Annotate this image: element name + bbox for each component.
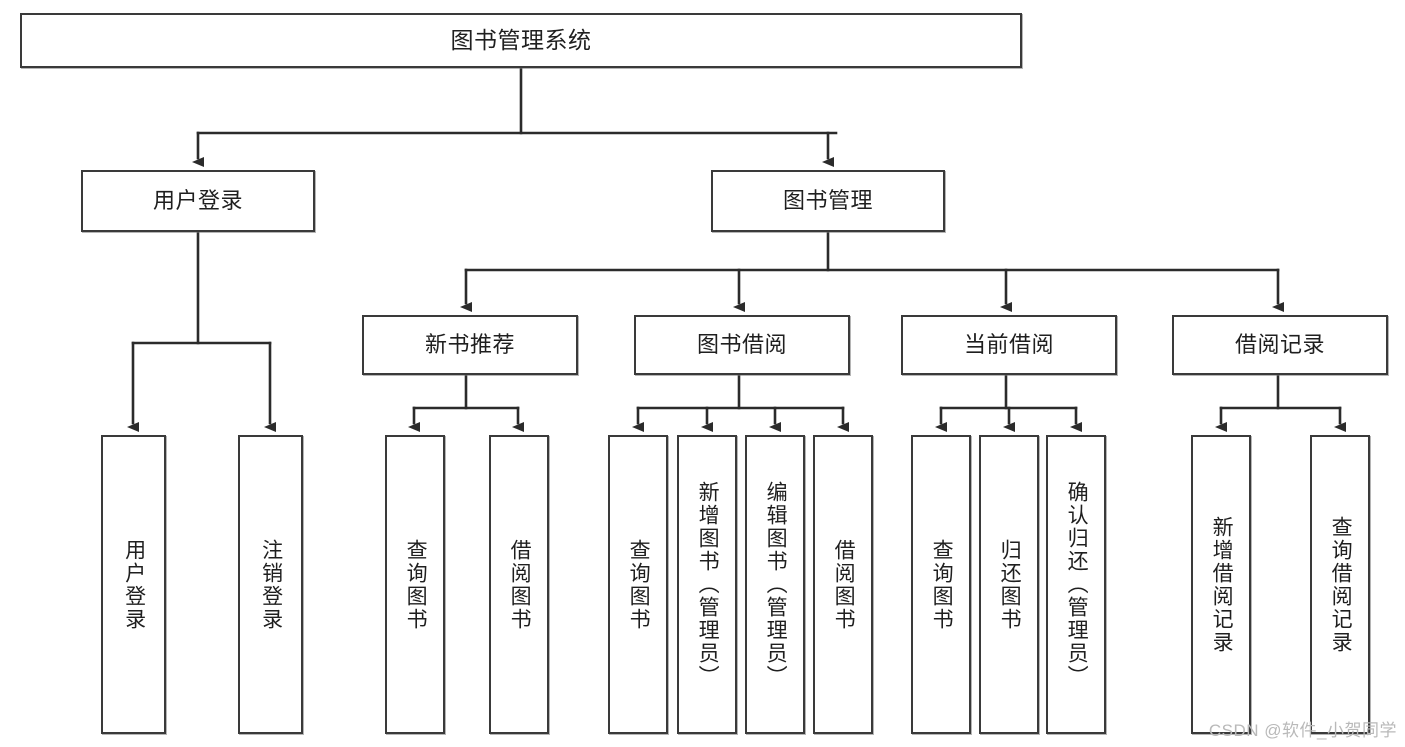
node-label: 图书管理 [782, 187, 873, 213]
leaf-current-confirm-return-admin[interactable]: 确认归还（管理员） [1046, 435, 1106, 734]
node-label: 用户登录 [122, 538, 146, 631]
node-label: 用户登录 [152, 187, 243, 213]
leaf-recommend-borrow-book[interactable]: 借阅图书 [489, 435, 549, 734]
node-label: 新增借阅记录 [1210, 515, 1234, 654]
watermark: CSDN @软件_小贺同学 [1208, 721, 1397, 740]
node-label: 借阅图书 [508, 538, 532, 631]
leaf-borrow-query-book[interactable]: 查询图书 [608, 435, 668, 734]
leaf-borrow-edit-book-admin[interactable]: 编辑图书（管理员） [745, 435, 805, 734]
node-user-login[interactable]: 用户登录 [81, 170, 315, 232]
node-book-borrow[interactable]: 图书借阅 [634, 315, 850, 375]
node-label: 查询图书 [627, 538, 651, 631]
node-label: 图书借阅 [696, 331, 787, 357]
leaf-record-add-record[interactable]: 新增借阅记录 [1191, 435, 1251, 734]
node-root-system[interactable]: 图书管理系统 [20, 13, 1022, 68]
node-label: 借阅记录 [1234, 331, 1325, 357]
leaf-current-query-book[interactable]: 查询图书 [911, 435, 971, 734]
node-label: 归还图书 [998, 538, 1022, 631]
node-label: 当前借阅 [963, 331, 1054, 357]
node-label: 注销登录 [259, 538, 283, 631]
leaf-current-return-book[interactable]: 归还图书 [979, 435, 1039, 734]
node-label: 查询图书 [930, 538, 954, 631]
leaf-borrow-borrow-book[interactable]: 借阅图书 [813, 435, 873, 734]
node-label: 查询图书 [404, 538, 428, 631]
node-current-borrow[interactable]: 当前借阅 [901, 315, 1117, 375]
node-label: 新增图书（管理员） [696, 481, 720, 688]
leaf-borrow-add-book-admin[interactable]: 新增图书（管理员） [677, 435, 737, 734]
node-new-book-recommend[interactable]: 新书推荐 [362, 315, 578, 375]
leaf-user-login-logout[interactable]: 注销登录 [238, 435, 303, 734]
node-label: 编辑图书（管理员） [764, 481, 788, 688]
node-label: 确认归还（管理员） [1065, 481, 1089, 688]
node-book-management[interactable]: 图书管理 [711, 170, 945, 232]
node-label: 借阅图书 [832, 538, 856, 631]
node-label: 查询借阅记录 [1329, 515, 1353, 654]
node-label: 新书推荐 [424, 331, 515, 357]
leaf-record-query-record[interactable]: 查询借阅记录 [1310, 435, 1370, 734]
node-label: 图书管理系统 [450, 26, 592, 53]
leaf-user-login-login[interactable]: 用户登录 [101, 435, 166, 734]
node-borrow-record[interactable]: 借阅记录 [1172, 315, 1388, 375]
leaf-recommend-query-book[interactable]: 查询图书 [385, 435, 445, 734]
